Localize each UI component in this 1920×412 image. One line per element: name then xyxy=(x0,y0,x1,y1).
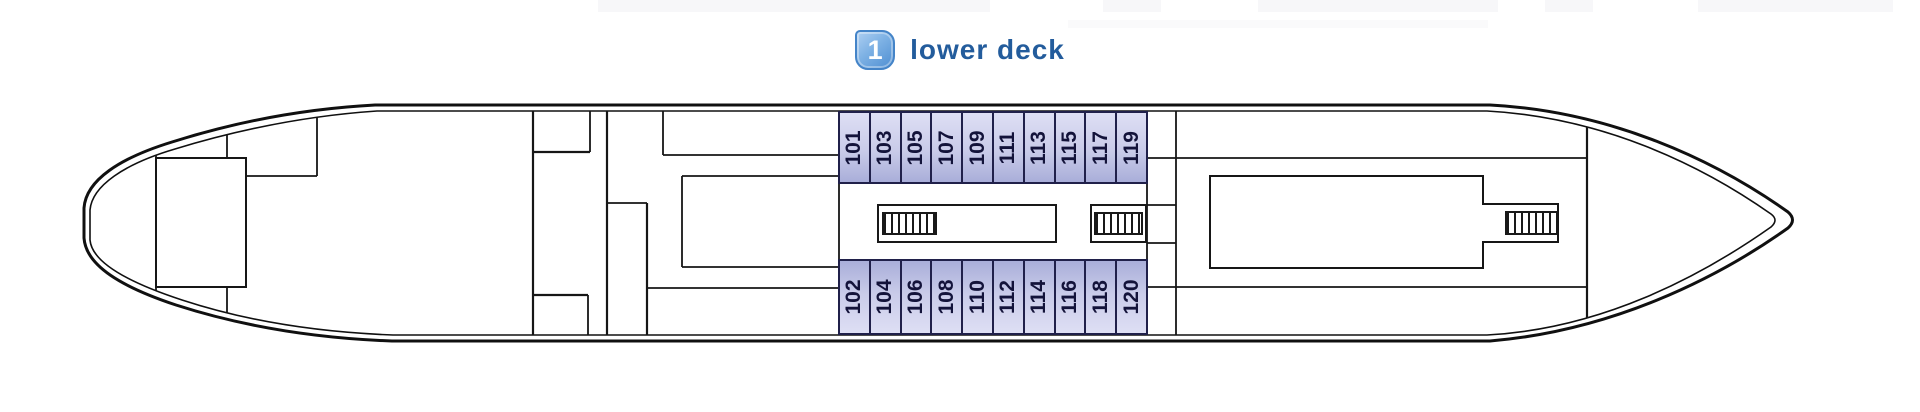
cabin-number: 109 xyxy=(965,129,989,166)
cabin-cell: 112 xyxy=(991,259,1025,335)
cabin-number: 117 xyxy=(1088,130,1112,165)
cabin-cell: 107 xyxy=(930,111,964,184)
interior-walls xyxy=(155,111,1589,335)
deck-number: 1 xyxy=(867,34,883,65)
deck-number-badge: 1 xyxy=(855,30,896,70)
stairwell xyxy=(1090,204,1147,243)
cabin-row-even: 102 104 106 108 110 112 114 116 118 120 xyxy=(838,259,1148,335)
cabin-number: 118 xyxy=(1088,280,1112,314)
cabin-number: 108 xyxy=(934,279,958,315)
stairs-icon xyxy=(882,212,937,235)
cabin-cell: 115 xyxy=(1053,111,1087,184)
cropped-edge-artifact xyxy=(598,0,990,12)
cabin-number: 115 xyxy=(1057,130,1081,165)
cabin-number: 102 xyxy=(842,279,866,315)
cabin-cell: 110 xyxy=(961,259,994,335)
cabin-cell: 108 xyxy=(930,259,964,335)
cabin-cell: 118 xyxy=(1084,259,1118,335)
cabin-number: 114 xyxy=(1027,280,1051,314)
cabin-number: 105 xyxy=(903,129,927,166)
cabin-cell: 102 xyxy=(838,259,871,335)
cabin-cell: 117 xyxy=(1084,111,1118,184)
deck-label: lower deck xyxy=(910,34,1065,65)
cabin-number: 111 xyxy=(996,131,1020,164)
cabin-cell: 120 xyxy=(1115,259,1148,335)
room-outline xyxy=(1209,175,1559,269)
hull-inner-line xyxy=(89,110,1776,336)
cabin-cell: 103 xyxy=(868,111,902,184)
corridor-lobby xyxy=(877,204,1057,243)
cabin-number: 104 xyxy=(873,279,897,315)
cabin-cell: 109 xyxy=(961,111,994,184)
cropped-edge-artifact xyxy=(1698,0,1893,12)
cabin-row-odd: 101 103 105 107 109 111 113 115 117 119 xyxy=(838,111,1148,184)
cropped-edge-artifact xyxy=(1258,0,1498,12)
cabin-cell: 113 xyxy=(1022,111,1056,184)
cabin-cell: 114 xyxy=(1022,259,1056,335)
cabin-number: 113 xyxy=(1027,130,1051,165)
cropped-edge-artifact xyxy=(1545,0,1593,12)
cabin-number: 120 xyxy=(1119,279,1143,315)
cabin-number: 116 xyxy=(1057,280,1081,314)
stairs-icon xyxy=(1505,211,1558,235)
cabin-number: 106 xyxy=(903,279,927,315)
stairs-icon xyxy=(1094,212,1143,235)
cropped-edge-artifact xyxy=(1068,20,1488,28)
cabin-cell: 101 xyxy=(838,111,871,184)
cabin-number: 110 xyxy=(965,280,989,314)
cabin-number: 112 xyxy=(996,280,1020,314)
cabin-cell: 111 xyxy=(991,111,1025,184)
cabin-number: 101 xyxy=(842,129,866,166)
cropped-edge-artifact xyxy=(1103,0,1161,12)
cabin-cell: 105 xyxy=(899,111,933,184)
cabin-cell: 106 xyxy=(899,259,933,335)
cabin-number: 107 xyxy=(934,129,958,166)
cabin-cell: 104 xyxy=(868,259,902,335)
room-outline xyxy=(155,157,247,288)
cabin-cell: 116 xyxy=(1053,259,1087,335)
cabin-number: 103 xyxy=(873,129,897,166)
deck-header: 1 lower deck xyxy=(0,30,1920,70)
cabin-number: 119 xyxy=(1119,130,1143,165)
cabin-cell: 119 xyxy=(1115,111,1148,184)
